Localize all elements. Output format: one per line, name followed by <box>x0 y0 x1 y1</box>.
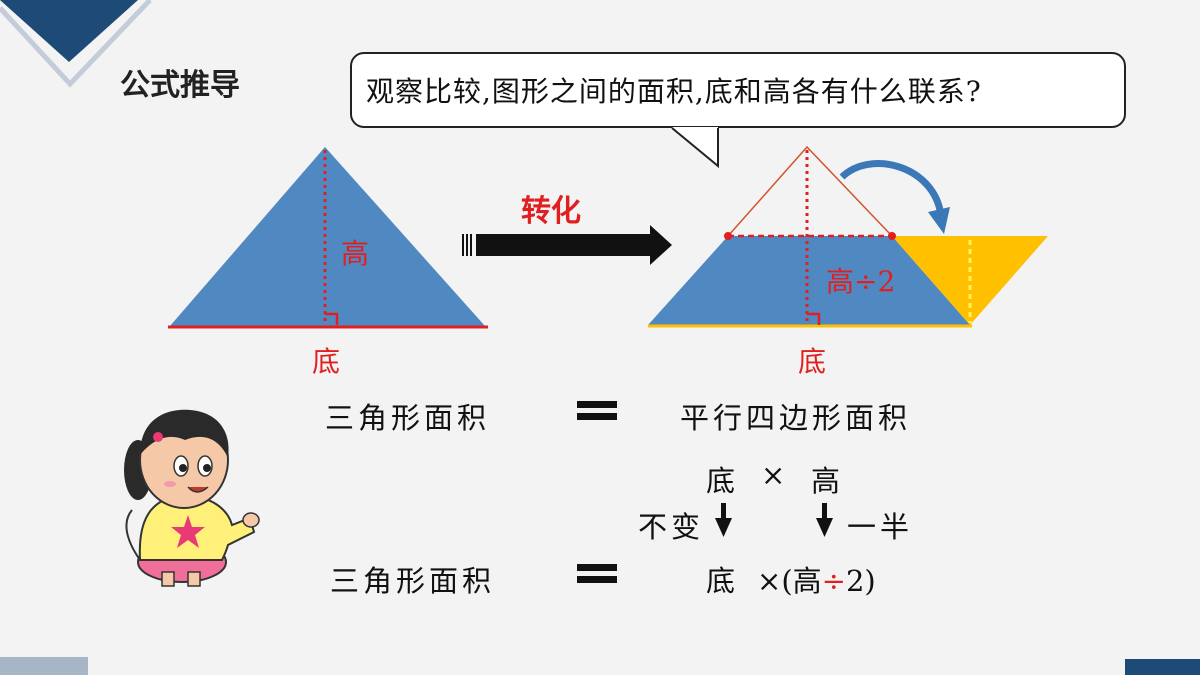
note-half: 一半 <box>847 510 914 544</box>
formula-row3-tail: 2) <box>845 564 876 598</box>
equals-sign-bottom-bar <box>577 413 617 420</box>
rotation-arrow <box>839 160 944 211</box>
formula-row1-right: 平行四边形面积 <box>680 401 912 435</box>
right-base-label: 底 <box>798 345 827 378</box>
formula-row3-left: 三角形面积 <box>330 564 496 598</box>
formula-row3-times: ×(高 <box>757 564 822 598</box>
left-right-angle-mark <box>325 312 339 325</box>
right-height-label: 高÷2 <box>826 265 896 298</box>
formula-row1-left: 三角形面积 <box>325 401 491 435</box>
left-height-label: 高 <box>341 237 370 270</box>
right-right-angle-mark <box>807 312 821 325</box>
speech-bubble-tail-outline <box>671 127 719 169</box>
girl-illustration <box>124 409 260 587</box>
note-unchanged: 不变 <box>638 510 705 544</box>
formula-row3-base: 底 <box>706 564 736 598</box>
midpoint-left <box>724 232 732 240</box>
footer-bar-right <box>1125 659 1200 675</box>
rotation-arrow-head <box>928 207 950 234</box>
formula-row2-height: 高 <box>811 464 845 498</box>
transform-label: 转化 <box>521 194 581 229</box>
left-triangle <box>170 147 485 326</box>
equals-sign-2-bottom-bar <box>577 576 617 583</box>
corner-decoration <box>0 0 152 88</box>
formula-row2-base: 底 <box>706 464 740 498</box>
arrow-down-height <box>816 518 833 537</box>
footer-bar-left <box>0 657 88 675</box>
formula-row3-divide: ÷ <box>821 564 846 598</box>
formula-row2-times: × <box>761 458 790 492</box>
original-top-outline <box>727 145 893 237</box>
left-base-label: 底 <box>312 345 341 378</box>
midpoint-right <box>888 232 896 240</box>
section-title: 公式推导 <box>120 68 240 103</box>
equals-sign-top-bar <box>577 401 617 408</box>
arrow-down-base <box>715 518 732 537</box>
speech-bubble-text: 观察比较,图形之间的面积,底和高各有什么联系? <box>366 75 982 108</box>
speech-bubble <box>350 52 1126 128</box>
trapezoid-part <box>648 236 970 325</box>
equals-sign-2-top-bar <box>577 564 617 571</box>
formula-row3-expression: 底 ×(高÷2) <box>706 558 876 600</box>
transform-arrow <box>476 225 672 265</box>
